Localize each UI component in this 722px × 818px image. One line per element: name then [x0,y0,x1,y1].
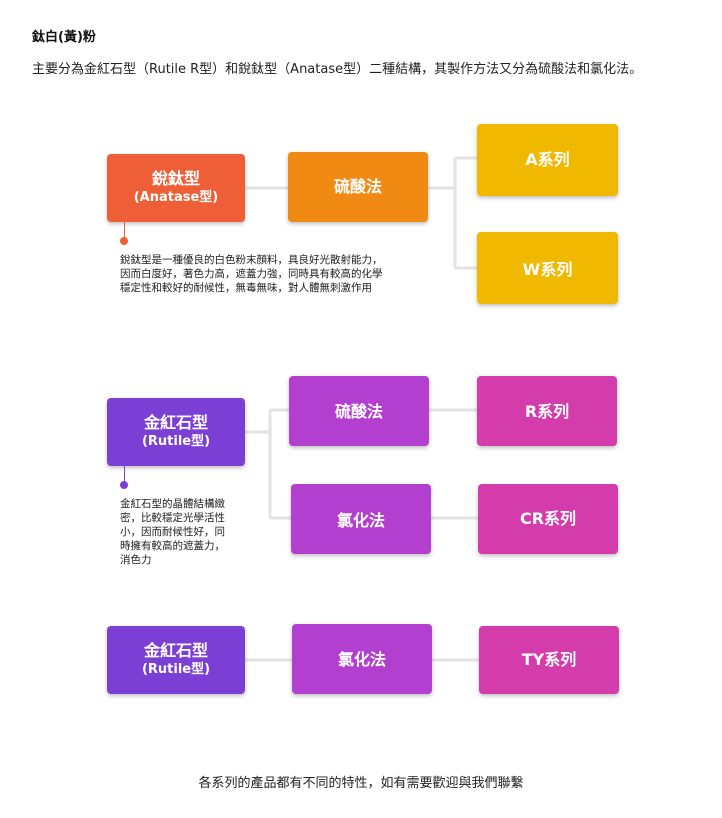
anatase-description-line: 穩定性和較好的耐候性，無毒無味，對人體無刺激作用 [120,282,372,294]
connector-type-to-methods-2 [245,408,291,520]
method-box-sulfate-1-label: 硫酸法 [333,177,382,196]
page-title: 鈦白(黃)粉 [32,30,96,45]
product-box-w-series-label: W系列 [522,260,573,279]
type-box-rutile-2-line2: (Rutile型) [141,662,211,677]
anatase-description: 銳鈦型是一種優良的白色粉末顏料，具良好光散射能力， 因而白度好，著色力高，遮蓋力… [120,253,440,295]
rutile-description-line: 密，比較穩定光學活性 [120,512,225,524]
footer-note: 各系列的產品都有不同的特性，如有需要歡迎與我們聯繫 [198,776,524,791]
connector-method-to-products-1 [428,156,477,270]
description-pointer-line-2 [124,466,125,484]
product-box-r-series: R系列 [477,376,617,446]
description-pointer-line-1 [124,222,125,240]
type-box-rutile-2-line1: 金紅石型 [143,641,208,660]
type-box-anatase-line1: 銳鈦型 [151,169,200,188]
rutile-description: 金紅石型的晶體結構緻 密，比較穩定光學活性 小，因而耐候性好，同 時擁有較高的遮… [120,497,270,567]
method-box-chloride-2: 氯化法 [291,484,431,554]
method-box-sulfate-2: 硫酸法 [289,376,429,446]
rutile-description-line: 金紅石型的晶體結構緻 [120,498,225,510]
method-box-chloride-2-label: 氯化法 [336,511,385,530]
product-box-cr-series-label: CR系列 [519,509,577,528]
anatase-description-line: 因而白度好，著色力高，遮蓋力強，同時具有較高的化學 [120,268,383,280]
product-box-ty-series: TY系列 [479,626,619,694]
method-box-sulfate-2-label: 硫酸法 [334,402,383,421]
type-box-anatase-line2: (Anatase型) [133,190,219,205]
type-box-anatase: 銳鈦型 (Anatase型) [107,154,245,222]
description-pointer-dot-2 [120,481,128,489]
product-box-cr-series: CR系列 [478,484,618,554]
page-subtitle: 主要分為金紅石型（Rutile R型）和銳鈦型（Anatase型）二種結構，其製… [32,62,643,77]
method-box-chloride-3-label: 氯化法 [337,650,386,669]
type-box-rutile-2: 金紅石型 (Rutile型) [107,626,245,694]
product-box-a-series: A系列 [477,124,618,196]
method-box-chloride-3: 氯化法 [292,624,432,694]
product-box-w-series: W系列 [477,232,618,304]
rutile-description-line: 消色力 [120,554,152,566]
anatase-description-line: 銳鈦型是一種優良的白色粉末顏料，具良好光散射能力， [120,254,383,266]
product-box-ty-series-label: TY系列 [521,650,577,669]
product-box-a-series-label: A系列 [525,150,570,169]
type-box-rutile-1-line1: 金紅石型 [143,413,208,432]
rutile-description-line: 小，因而耐候性好，同 [120,526,225,538]
product-box-r-series-label: R系列 [524,402,570,421]
description-pointer-dot-1 [120,237,128,245]
method-box-sulfate-1: 硫酸法 [288,152,428,222]
rutile-description-line: 時擁有較高的遮蓋力， [120,540,225,552]
type-box-rutile-1-line2: (Rutile型) [141,434,211,449]
type-box-rutile-1: 金紅石型 (Rutile型) [107,398,245,466]
